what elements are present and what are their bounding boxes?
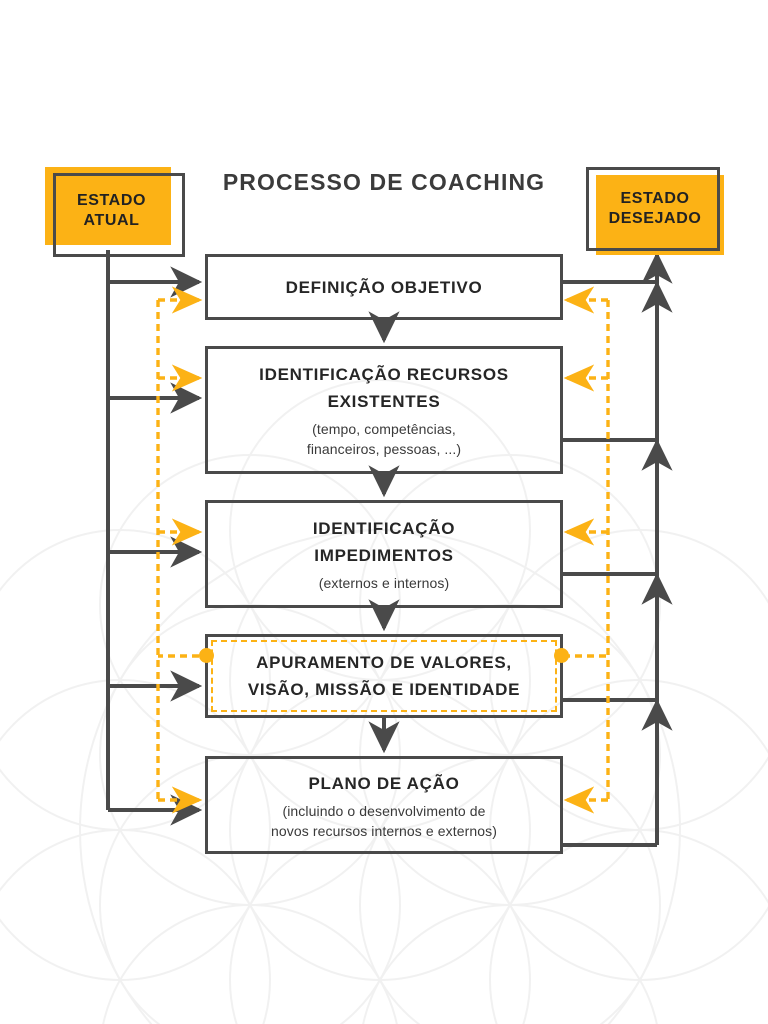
step-1-subtitle: (tempo, competências, financeiros, pesso…: [307, 419, 461, 459]
step-3-heading-line2: VISÃO, MISSÃO E IDENTIDADE: [247, 680, 521, 699]
badge-estado-desejado-line1: ESTADO: [620, 190, 690, 207]
step-4-heading: PLANO DE AÇÃO: [308, 770, 459, 797]
step-box-plano-de-acao: PLANO DE AÇÃO (incluindo o desenvolvimen…: [205, 756, 563, 854]
step-box-apuramento-valores: APURAMENTO DE VALORES, VISÃO, MISSÃO E I…: [205, 634, 563, 718]
step-2-subtitle: (externos e internos): [319, 573, 450, 593]
diagram-title: PROCESSO DE COACHING: [222, 169, 546, 195]
step-1-heading: IDENTIFICAÇÃO RECURSOS EXISTENTES: [259, 361, 509, 415]
step-2-heading-line2: IMPEDIMENTOS: [314, 546, 454, 565]
badge-estado-desejado: ESTADO DESEJADO: [586, 167, 728, 259]
badge-estado-desejado-text: ESTADO DESEJADO: [586, 189, 724, 229]
step-box-identificacao-recursos: IDENTIFICAÇÃO RECURSOS EXISTENTES (tempo…: [205, 346, 563, 474]
badge-estado-atual: ESTADO ATUAL: [45, 167, 185, 257]
badge-estado-atual-text: ESTADO ATUAL: [45, 191, 178, 231]
step-0-heading-line1: DEFINIÇÃO OBJETIVO: [285, 277, 483, 297]
step-1-heading-line2: EXISTENTES: [327, 392, 441, 411]
badge-estado-desejado-fill: [596, 175, 724, 255]
step-4-heading-line1: PLANO DE AÇÃO: [308, 773, 460, 793]
step-0-heading: DEFINIÇÃO OBJETIVO: [286, 274, 483, 301]
badge-estado-atual-line1: ESTADO: [76, 192, 147, 209]
step-1-heading-line1: IDENTIFICAÇÃO RECURSOS: [259, 365, 509, 384]
step-1-subtitle-line1: (tempo, competências,: [312, 421, 456, 437]
badge-estado-atual-line2: ATUAL: [83, 212, 140, 229]
badge-estado-atual-frame: [53, 173, 185, 257]
step-4-subtitle-line2: novos recursos internos e externos): [270, 822, 498, 839]
feedback-hub-dot-right: [554, 648, 569, 663]
step-1-subtitle-line2: financeiros, pessoas, ...): [306, 441, 462, 457]
step-4-subtitle-line1: (incluindo o desenvolvimento de: [282, 802, 486, 819]
step-2-heading: IDENTIFICAÇÃO IMPEDIMENTOS: [313, 515, 455, 569]
badge-estado-desejado-frame: [586, 167, 720, 251]
step-4-subtitle: (incluindo o desenvolvimento de novos re…: [271, 801, 497, 841]
feedback-hub-dot-left: [199, 648, 214, 663]
step-2-heading-line1: IDENTIFICAÇÃO: [312, 519, 456, 538]
step-box-identificacao-impedimentos: IDENTIFICAÇÃO IMPEDIMENTOS (externos e i…: [205, 500, 563, 608]
step-box-definicao-objetivo: DEFINIÇÃO OBJETIVO: [205, 254, 563, 320]
badge-estado-desejado-line2: DESEJADO: [608, 210, 702, 227]
step-3-heading-line1: APURAMENTO DE VALORES,: [256, 653, 512, 672]
step-3-heading: APURAMENTO DE VALORES, VISÃO, MISSÃO E I…: [248, 649, 520, 703]
badge-estado-atual-fill: [45, 167, 171, 245]
step-2-subtitle-line1: (externos e internos): [318, 575, 450, 591]
